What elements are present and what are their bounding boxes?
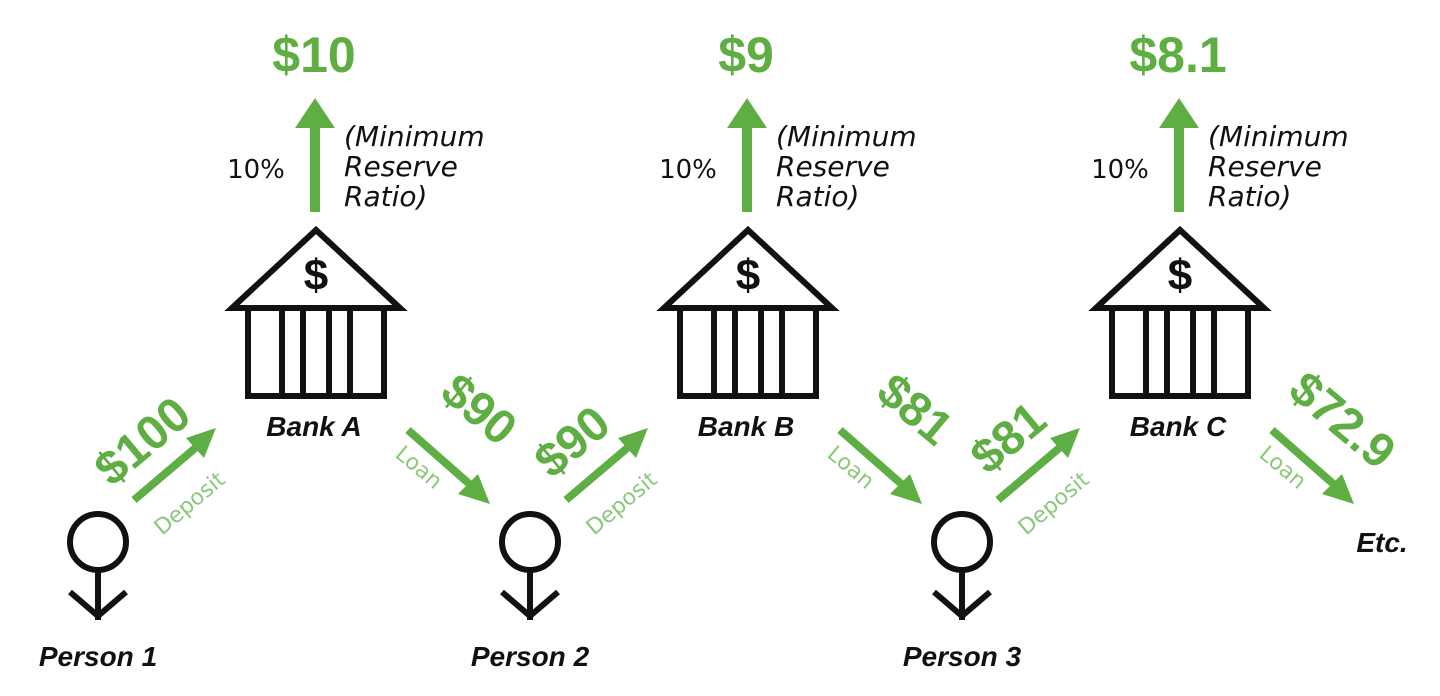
loan-2-flow: $81 Loan xyxy=(822,364,962,504)
bank-b-reserve-amount: $9 xyxy=(718,27,774,83)
person-3-label: Person 3 xyxy=(903,641,1022,672)
reserve-note-line-1: (Minimum xyxy=(776,120,917,153)
loan-arrowhead xyxy=(1322,474,1354,504)
bank-b-group: $9 10% (Minimum Reserve Ratio) $ Bank B xyxy=(656,27,917,442)
person-1-label: Person 1 xyxy=(39,641,157,672)
deposit-arrow xyxy=(131,440,203,504)
loan-3-amount: $72.9 xyxy=(1279,362,1405,480)
deposit-arrow xyxy=(563,440,635,504)
bank-c-dollar-symbol: $ xyxy=(1168,251,1192,300)
etc-label: Etc. xyxy=(1356,527,1407,558)
person-icon xyxy=(499,511,561,620)
reserve-arrow xyxy=(295,98,335,212)
loan-3-label: Loan xyxy=(1254,441,1310,494)
reserve-arrow xyxy=(727,98,767,212)
person-icon xyxy=(67,511,129,620)
loan-1-label: Loan xyxy=(390,441,446,494)
person-3-group: Person 3 xyxy=(903,511,1022,672)
deposit-2-amount: $90 xyxy=(525,396,620,488)
bank-a-reserve-amount: $10 xyxy=(272,27,355,83)
deposit-arrowhead xyxy=(186,428,216,458)
bank-c-reserve-amount: $8.1 xyxy=(1129,27,1226,83)
loan-2-amount: $81 xyxy=(867,364,962,456)
person-2-group: Person 2 xyxy=(471,511,590,672)
loan-2-label: Loan xyxy=(822,441,878,494)
deposit-arrow xyxy=(995,440,1067,504)
bank-a-label: Bank A xyxy=(266,411,361,442)
person-1-group: Person 1 xyxy=(39,511,157,672)
bank-b-label: Bank B xyxy=(698,411,794,442)
reserve-note-line-2: Reserve xyxy=(1208,150,1322,183)
loan-1-amount: $90 xyxy=(431,364,526,456)
bank-b-dollar-symbol: $ xyxy=(736,251,760,300)
bank-icon xyxy=(224,225,408,399)
deposit-arrowhead xyxy=(1050,428,1080,458)
bank-c-reserve-percent: 10% xyxy=(1091,155,1149,185)
deposit-arrowhead xyxy=(618,428,648,458)
bank-icon xyxy=(1088,225,1272,399)
loan-1-flow: $90 Loan xyxy=(390,364,526,504)
reserve-note-line-2: Reserve xyxy=(344,150,458,183)
reserve-note-line-2: Reserve xyxy=(776,150,890,183)
loan-arrow xyxy=(1269,426,1341,492)
bank-b-reserve-percent: 10% xyxy=(659,155,717,185)
bank-a-dollar-symbol: $ xyxy=(304,251,328,300)
bank-c-group: $8.1 10% (Minimum Reserve Ratio) $ Bank … xyxy=(1088,27,1349,442)
reserve-note-line-3: Ratio) xyxy=(1208,180,1291,213)
bank-a-group: $10 10% (Minimum Reserve Ratio) $ Bank A xyxy=(224,27,485,442)
loan-arrow xyxy=(405,426,477,492)
bank-a-reserve-percent: 10% xyxy=(227,155,285,185)
bank-icon xyxy=(656,225,840,399)
person-icon xyxy=(931,511,993,620)
loan-arrow xyxy=(837,426,909,492)
deposit-1-amount: $100 xyxy=(85,387,201,496)
reserve-note-line-1: (Minimum xyxy=(1208,120,1349,153)
reserve-arrow xyxy=(1159,98,1199,212)
reserve-note-line-1: (Minimum xyxy=(344,120,485,153)
person-2-label: Person 2 xyxy=(471,641,590,672)
reserve-note-line-3: Ratio) xyxy=(776,180,859,213)
bank-c-label: Bank C xyxy=(1130,411,1227,442)
loan-arrowhead xyxy=(890,474,922,504)
reserve-note-line-3: Ratio) xyxy=(344,180,427,213)
deposit-3-amount: $81 xyxy=(961,392,1056,484)
loan-arrowhead xyxy=(458,474,490,504)
loan-3-flow: $72.9 Loan xyxy=(1254,362,1405,504)
